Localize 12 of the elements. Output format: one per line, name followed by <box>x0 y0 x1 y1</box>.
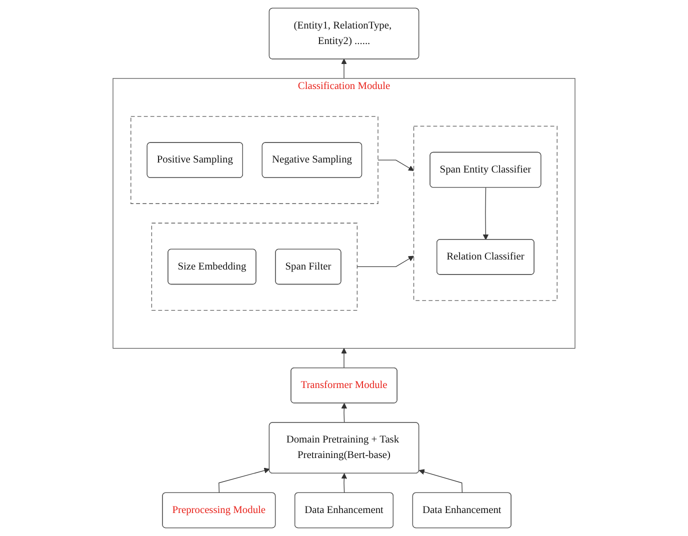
arrow <box>482 187 489 240</box>
cluster <box>130 116 378 204</box>
cluster <box>413 126 558 301</box>
arrow <box>341 403 347 424</box>
arrow <box>218 468 270 494</box>
arrow <box>341 58 347 79</box>
arrow <box>418 469 463 494</box>
arrow <box>341 473 347 494</box>
arrow <box>378 160 414 171</box>
arrow <box>356 256 414 268</box>
arrow <box>341 348 347 368</box>
cluster <box>151 222 358 311</box>
